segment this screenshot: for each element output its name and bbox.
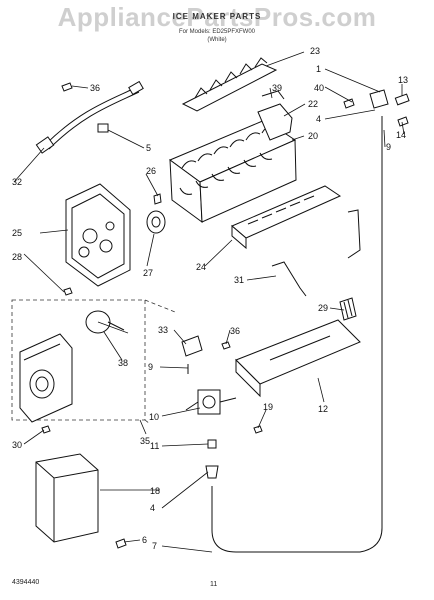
document-number: 4394440 bbox=[12, 579, 40, 586]
callout-20: 20 bbox=[308, 131, 318, 141]
callout-23: 23 bbox=[310, 46, 320, 56]
callout-22: 22 bbox=[308, 99, 318, 109]
diagram-title: ICE MAKER PARTS bbox=[172, 12, 262, 21]
callout-24: 24 bbox=[196, 262, 206, 272]
callout-36-center: 36 bbox=[230, 326, 240, 336]
callout-36-top: 36 bbox=[90, 83, 100, 93]
fitting-part-4-bottom[interactable] bbox=[205, 465, 219, 479]
ice-mold-part[interactable] bbox=[168, 119, 297, 224]
control-module-part[interactable] bbox=[19, 333, 73, 423]
motor-part[interactable] bbox=[146, 210, 166, 234]
callout-1: 1 bbox=[316, 64, 321, 74]
color-line: (White) bbox=[207, 37, 227, 43]
watermark: AppliancePartsPros.com bbox=[57, 2, 377, 32]
callout-18: 18 bbox=[150, 486, 160, 496]
callout-25: 25 bbox=[12, 228, 22, 238]
cover-box-part[interactable] bbox=[35, 453, 99, 543]
control-housing-part[interactable] bbox=[65, 183, 131, 287]
water-tube-part[interactable] bbox=[211, 116, 383, 553]
page-number: 11 bbox=[210, 581, 218, 588]
callout-11: 11 bbox=[150, 441, 159, 451]
callout-4-top: 4 bbox=[316, 114, 321, 124]
leader-lines bbox=[13, 51, 405, 553]
clip-part-5[interactable] bbox=[97, 123, 109, 133]
screw-part-19[interactable] bbox=[253, 425, 263, 434]
callout-40: 40 bbox=[314, 83, 324, 93]
callout-10: 10 bbox=[149, 412, 159, 422]
plug-part-13[interactable] bbox=[394, 93, 410, 106]
screw-part-26[interactable] bbox=[153, 193, 162, 205]
fill-cup-part-1[interactable] bbox=[369, 89, 389, 109]
callout-13: 13 bbox=[398, 75, 408, 85]
wire-harness-part[interactable] bbox=[35, 80, 144, 154]
callout-38: 38 bbox=[118, 358, 128, 368]
callout-32: 32 bbox=[12, 177, 22, 187]
sub-assembly-leader bbox=[144, 299, 176, 425]
screw-part-30[interactable] bbox=[41, 425, 51, 434]
callout-19: 19 bbox=[263, 402, 273, 412]
callout-12: 12 bbox=[318, 404, 328, 414]
callout-31: 31 bbox=[234, 275, 244, 285]
callout-33: 33 bbox=[158, 325, 168, 335]
callout-labels: 23 1 36 39 40 22 13 4 14 20 5 9 26 32 25… bbox=[12, 46, 408, 551]
callout-6: 6 bbox=[142, 535, 147, 545]
callout-28: 28 bbox=[12, 252, 22, 262]
mold-cover-part[interactable] bbox=[257, 90, 293, 141]
callout-35: 35 bbox=[140, 436, 150, 446]
screw-part-36-top[interactable] bbox=[61, 82, 73, 92]
stripper-part[interactable] bbox=[231, 185, 342, 250]
callout-26: 26 bbox=[146, 166, 156, 176]
ejector-blade-part[interactable] bbox=[181, 57, 278, 112]
fill-tube-bracket-part[interactable] bbox=[235, 319, 361, 398]
callout-14: 14 bbox=[396, 130, 406, 140]
bracket-part-33[interactable] bbox=[181, 335, 203, 357]
screw-part-28[interactable] bbox=[63, 287, 73, 296]
callout-9-center: 9 bbox=[148, 362, 153, 372]
model-line: For Models: ED25PFXFW00 bbox=[178, 29, 256, 35]
callout-29: 29 bbox=[318, 303, 328, 313]
screw-part-6[interactable] bbox=[115, 538, 127, 549]
callout-9-right: 9 bbox=[386, 142, 391, 152]
callout-39: 39 bbox=[272, 83, 282, 93]
callout-5: 5 bbox=[146, 143, 151, 153]
callout-27: 27 bbox=[143, 268, 153, 278]
clamp-part-14[interactable] bbox=[397, 116, 409, 127]
shutoff-arm-part[interactable] bbox=[271, 209, 361, 297]
fitting-part-11[interactable] bbox=[207, 439, 217, 449]
callout-7: 7 bbox=[152, 541, 157, 551]
callout-30: 30 bbox=[12, 440, 22, 450]
water-valve-part[interactable] bbox=[185, 389, 237, 415]
callout-4-bottom: 4 bbox=[150, 503, 155, 513]
screw-part-40[interactable] bbox=[343, 98, 355, 109]
heater-part[interactable] bbox=[339, 297, 357, 321]
